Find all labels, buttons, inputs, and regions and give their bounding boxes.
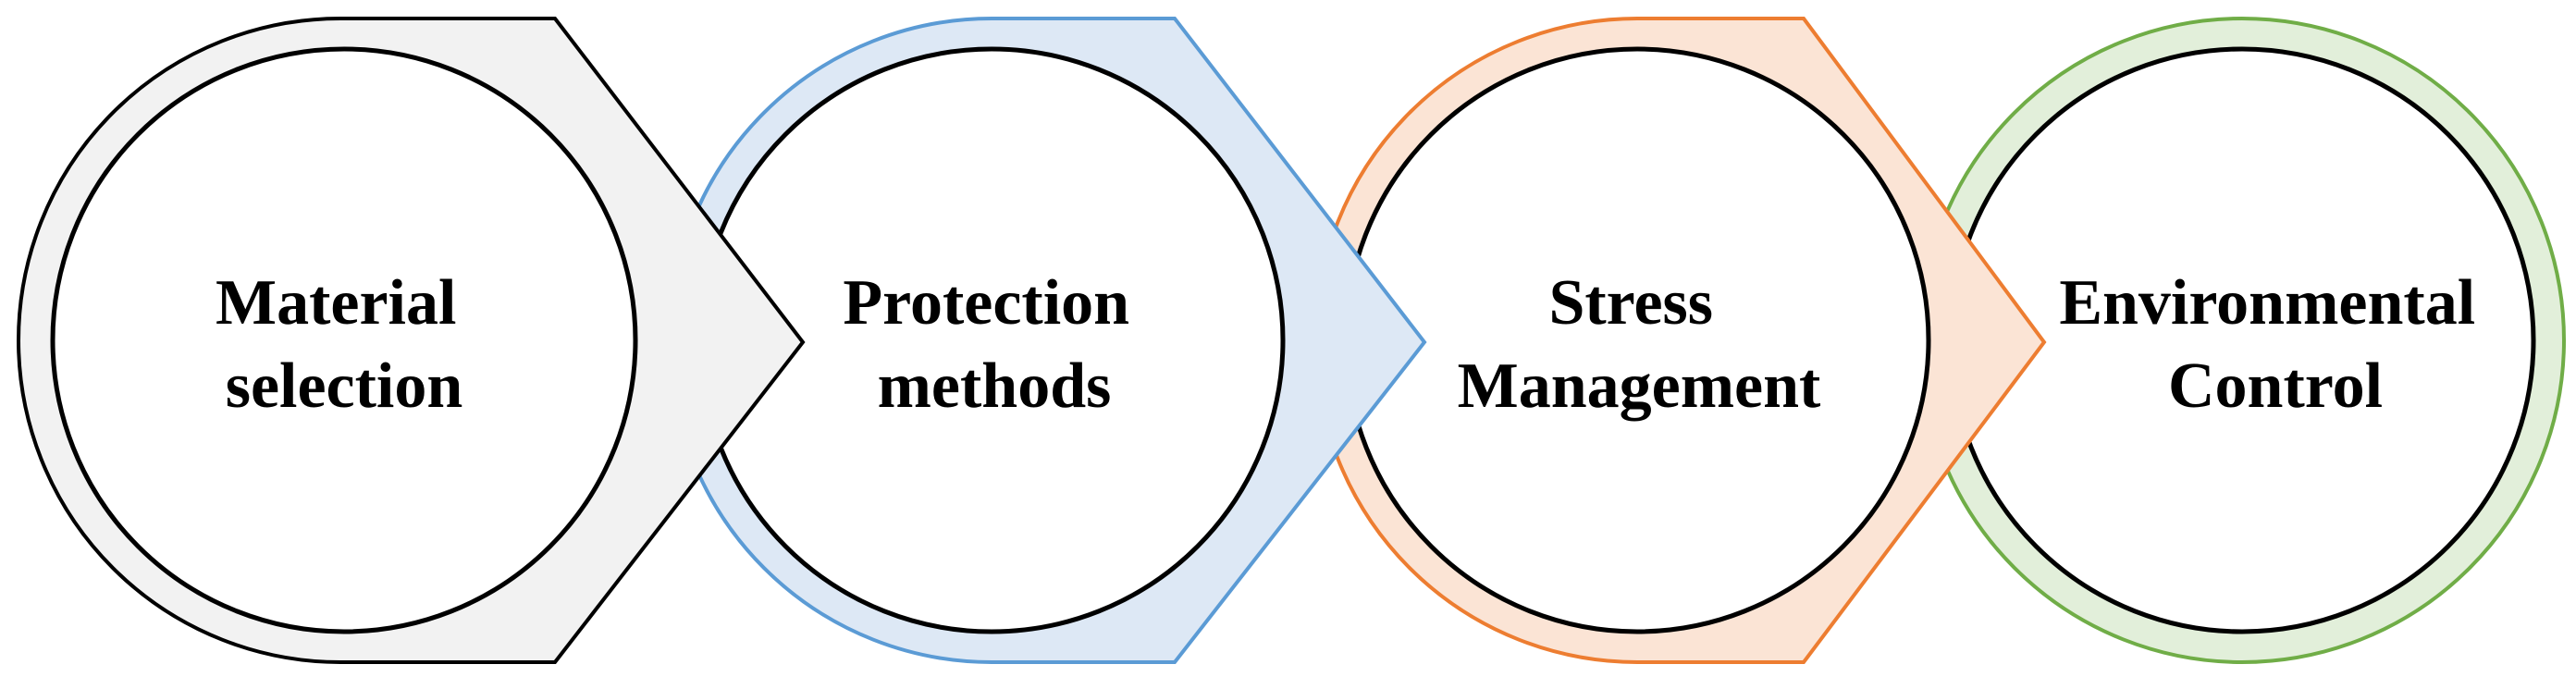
stage-4-label-line-2: Control: [2168, 351, 2383, 422]
svg-text:Environmental Control: Environmental Control: [2059, 267, 2491, 422]
stage-material-selection: Material selection: [17, 17, 806, 664]
stage-3-label-line-2: Management: [1458, 351, 1821, 422]
svg-text:Material selection: Material selection: [216, 267, 473, 422]
svg-text:Stress Management: Stress Management: [1458, 267, 1821, 422]
svg-text:Protection methods: Protection methods: [843, 267, 1145, 422]
stage-2-label-line-2: methods: [878, 351, 1112, 422]
stage-1-inner-circle: [50, 46, 638, 634]
stage-stress-management: Stress Management: [1313, 17, 2047, 664]
stage-3-inner-circle: [1343, 46, 1931, 634]
stage-environmental-control: Environmental Control: [1918, 16, 2566, 665]
stage-3-label-line-1: Stress: [1548, 267, 1713, 338]
stage-2-label-line-1: Protection: [843, 267, 1129, 338]
stage-protection-methods: Protection methods: [668, 17, 1427, 664]
stage-4-label-line-1: Environmental: [2059, 267, 2475, 338]
stage-1-label-line-2: selection: [226, 351, 463, 422]
stage-1-label-line-1: Material: [216, 267, 456, 338]
